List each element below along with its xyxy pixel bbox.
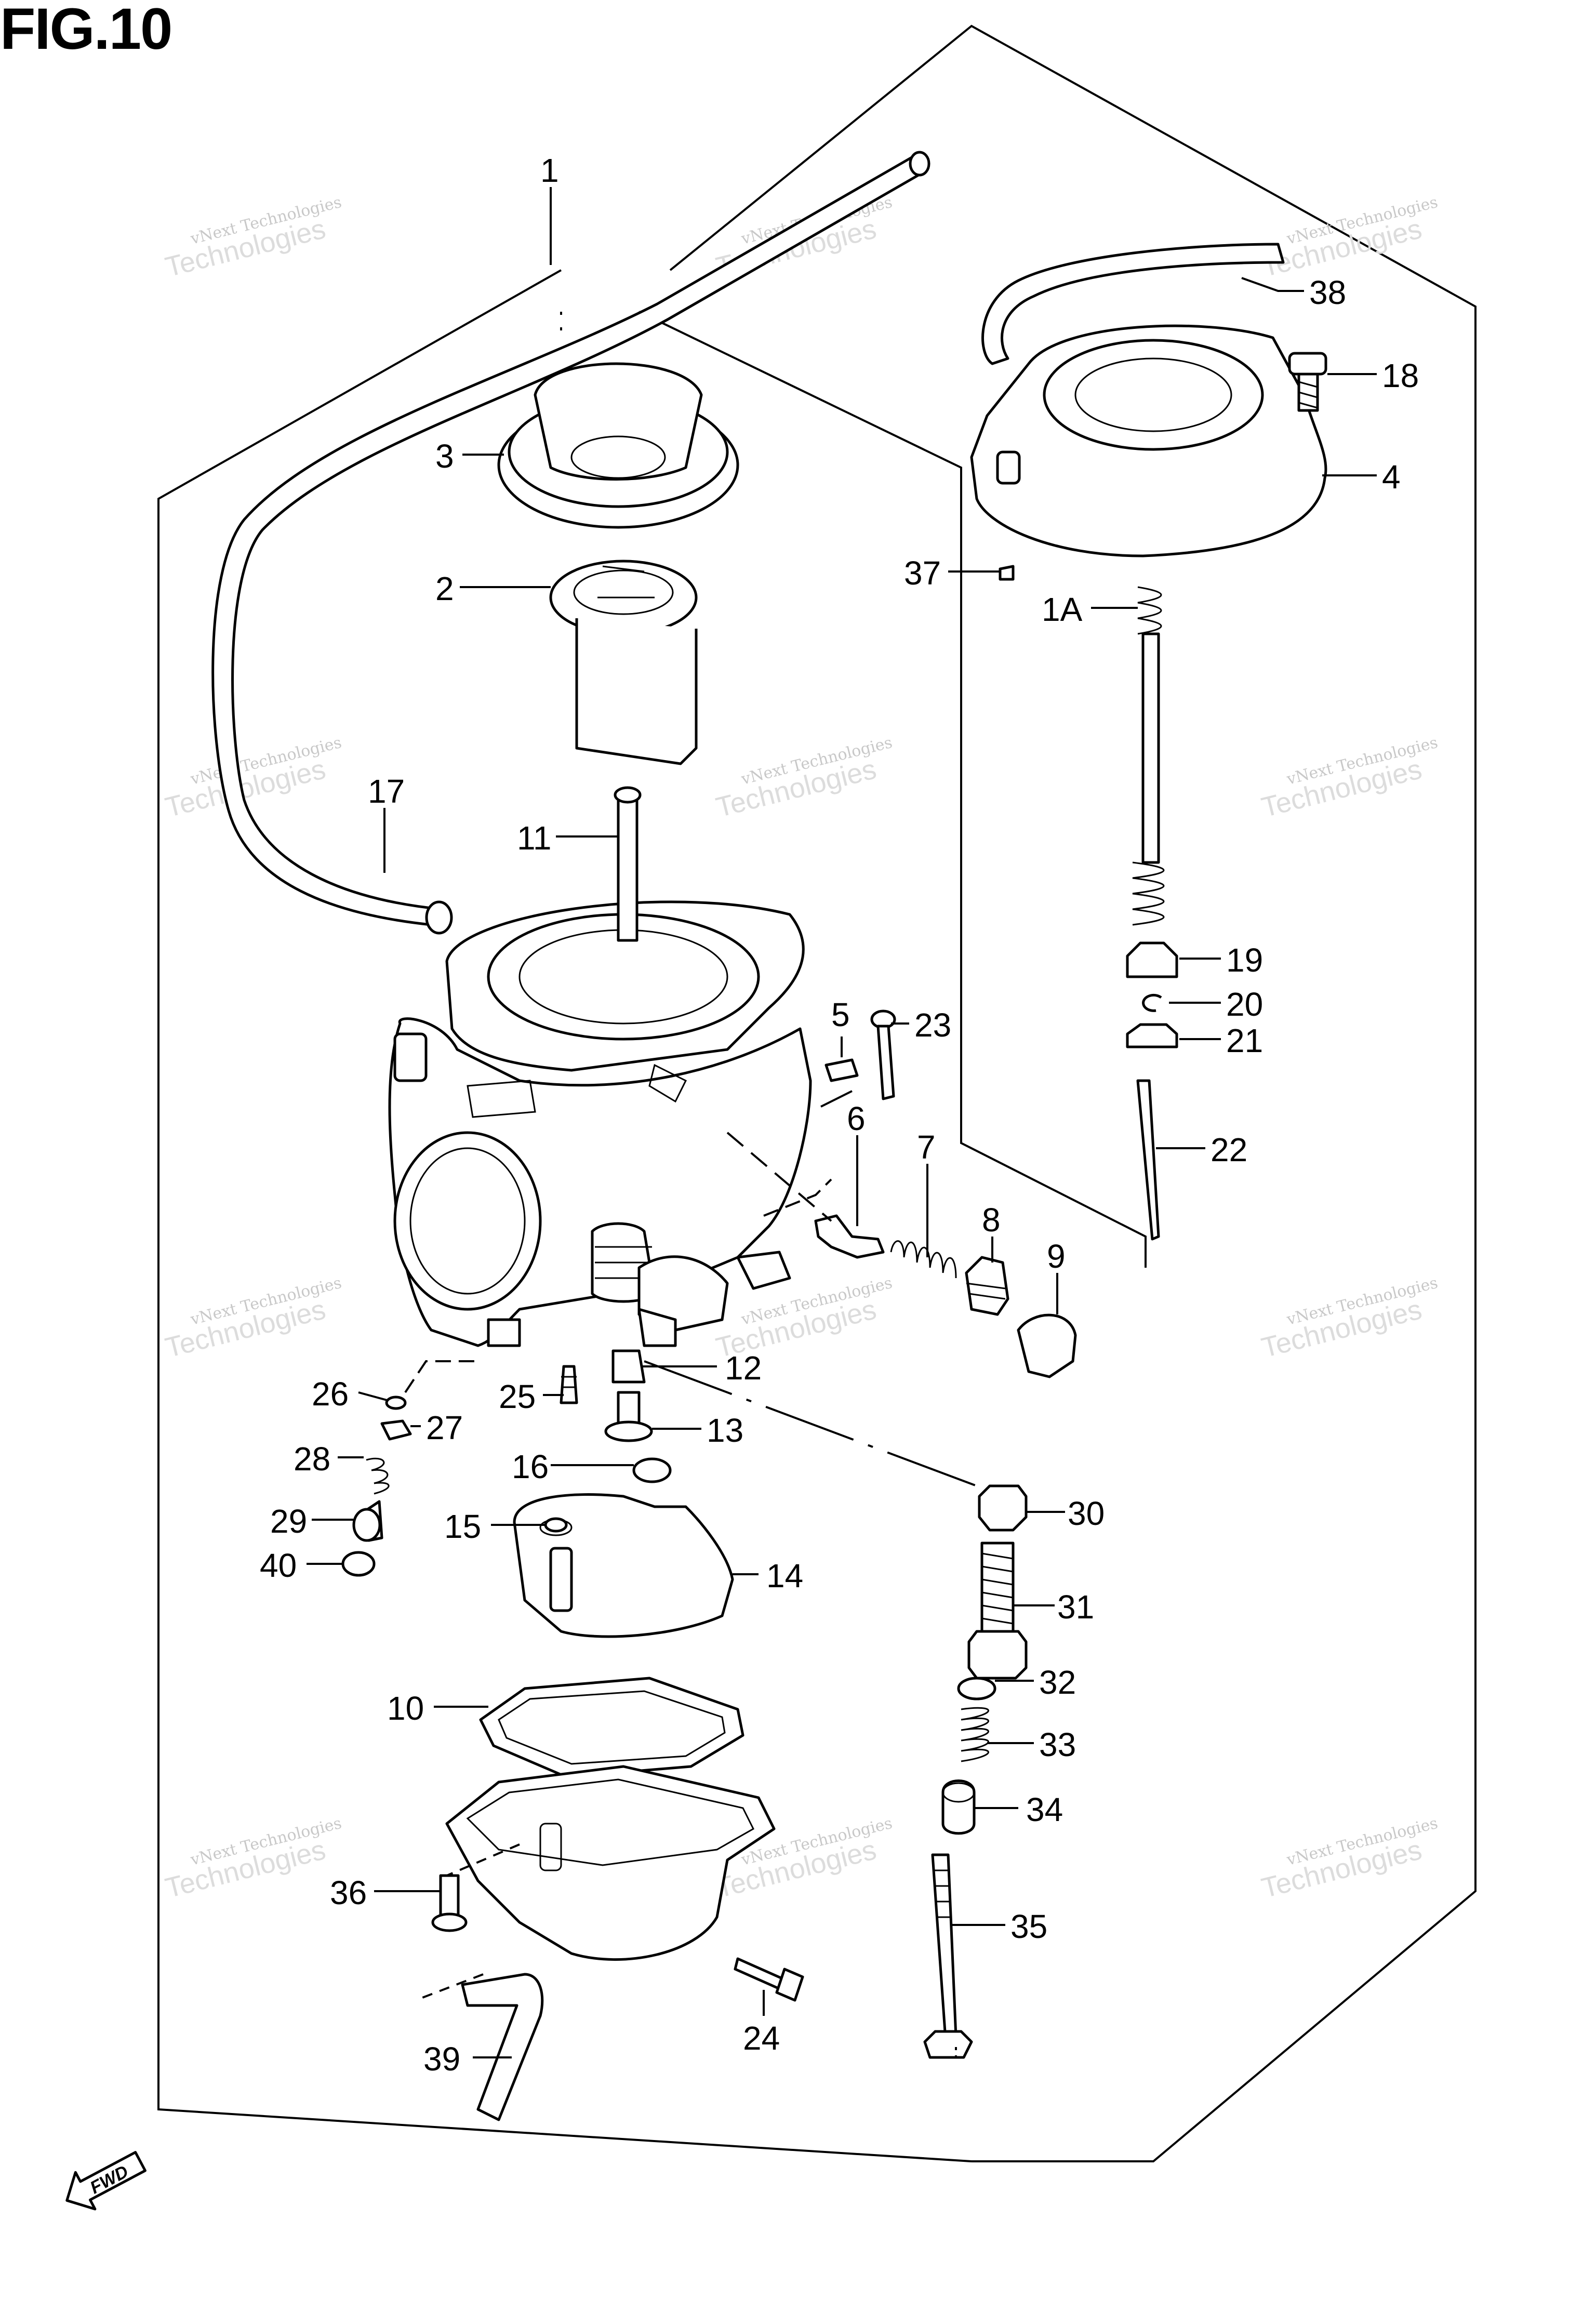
needle-holder-19 [1126, 941, 1178, 978]
top-cap [970, 324, 1327, 557]
callout-25: 25 [499, 1378, 536, 1415]
nut-8 [965, 1256, 1009, 1316]
o-ring-15 [544, 1517, 568, 1533]
callout-31: 31 [1057, 1588, 1094, 1626]
callout-6: 6 [847, 1100, 866, 1137]
washer-27 [380, 1419, 412, 1441]
callout-4: 4 [1382, 458, 1401, 496]
cap-40 [341, 1551, 376, 1577]
callout-37: 37 [904, 554, 941, 592]
callout-3: 3 [435, 437, 454, 475]
callout-16: 16 [512, 1448, 549, 1485]
callout-36: 36 [330, 1874, 367, 1911]
main-jet-holder-31 [967, 1542, 1028, 1680]
callout-24: 24 [743, 2019, 780, 2057]
guide-lines [404, 312, 977, 2057]
callout-8: 8 [982, 1201, 1001, 1239]
callout-10: 10 [387, 1690, 424, 1727]
callout-22: 22 [1211, 1131, 1247, 1168]
spring-1a [1132, 586, 1165, 926]
callout-9: 9 [1047, 1238, 1066, 1275]
callout-18: 18 [1382, 357, 1419, 394]
callout-21: 21 [1226, 1022, 1263, 1059]
pilot-screw-29 [352, 1500, 383, 1542]
spring-28 [366, 1457, 390, 1495]
spacer-34 [941, 1779, 976, 1835]
callout-11: 11 [517, 819, 551, 857]
callout-29: 29 [270, 1503, 307, 1540]
callout-15: 15 [444, 1508, 481, 1545]
cap-9 [1017, 1313, 1077, 1378]
e-clip-20 [1142, 993, 1162, 1012]
o-ring-16 [632, 1457, 672, 1483]
jet-needle-22 [1136, 1079, 1160, 1241]
callout-1: 1 [540, 152, 559, 189]
o-ring-32 [957, 1677, 996, 1700]
assembly-boundary [157, 269, 972, 2162]
fwd-arrow-icon: FWD [65, 2151, 147, 2211]
callout-30: 30 [1068, 1495, 1105, 1532]
piston-valve [549, 560, 698, 765]
callout-39: 39 [423, 2040, 460, 2078]
diaphragm [497, 362, 739, 529]
vent-hose [211, 154, 926, 926]
nut-30 [978, 1484, 1028, 1532]
callout-38: 38 [1309, 274, 1346, 311]
air-jet-25 [560, 1365, 578, 1404]
callout-numbers: 1 3 2 17 11 38 18 4 37 1A 19 20 21 22 5 … [260, 152, 1419, 2078]
starter-valve-6 [814, 1214, 885, 1259]
callout-20: 20 [1226, 986, 1263, 1023]
callout-19: 19 [1226, 941, 1263, 979]
vent-hose-end [909, 151, 930, 177]
vent-hose-end [425, 900, 453, 935]
float-14 [513, 1493, 734, 1638]
jet-11 [614, 786, 642, 942]
callout-28: 28 [294, 1440, 330, 1478]
callout-32: 32 [1039, 1664, 1076, 1701]
sub-assembly-boundary [639, 311, 1147, 1268]
figure-title: FIG.10 [0, 0, 172, 61]
callout-17: 17 [368, 773, 405, 810]
callout-5: 5 [831, 996, 850, 1033]
top-cap-hose [981, 243, 1285, 365]
assembly-boundary [669, 24, 1477, 2162]
callout-2: 2 [435, 570, 454, 607]
o-ring-26 [385, 1396, 407, 1410]
callout-23: 23 [914, 1006, 951, 1044]
gasket-10-inner [498, 1690, 726, 1765]
needle-jet-35 [923, 1853, 973, 2059]
callout-12: 12 [725, 1349, 762, 1387]
callout-40: 40 [260, 1547, 297, 1584]
callout-7: 7 [917, 1128, 936, 1166]
washer-21 [1126, 1023, 1178, 1048]
callout-13: 13 [707, 1412, 743, 1449]
callout-33: 33 [1039, 1726, 1076, 1763]
callout-27: 27 [426, 1409, 463, 1446]
leader-lines [307, 187, 1377, 2058]
jet-13 [604, 1391, 653, 1442]
screw-36 [431, 1874, 468, 1932]
spring-33 [961, 1707, 989, 1762]
plug-5 [824, 1058, 859, 1082]
carburetor-body [388, 900, 812, 1347]
callout-35: 35 [1010, 1908, 1047, 1945]
callout-1a: 1A [1042, 591, 1083, 628]
needle-valve-12 [611, 1349, 646, 1384]
drain-screw-24 [734, 1957, 804, 2002]
callout-34: 34 [1026, 1791, 1063, 1828]
callout-26: 26 [312, 1375, 349, 1413]
screw-18 [1288, 352, 1327, 412]
callout-14: 14 [766, 1557, 803, 1595]
nipple-37 [999, 565, 1015, 581]
float-bowl [445, 1765, 776, 1961]
pilot-screw-23 [870, 1009, 896, 1100]
spring-7 [890, 1240, 957, 1279]
drain-hose-39 [461, 1973, 544, 2121]
